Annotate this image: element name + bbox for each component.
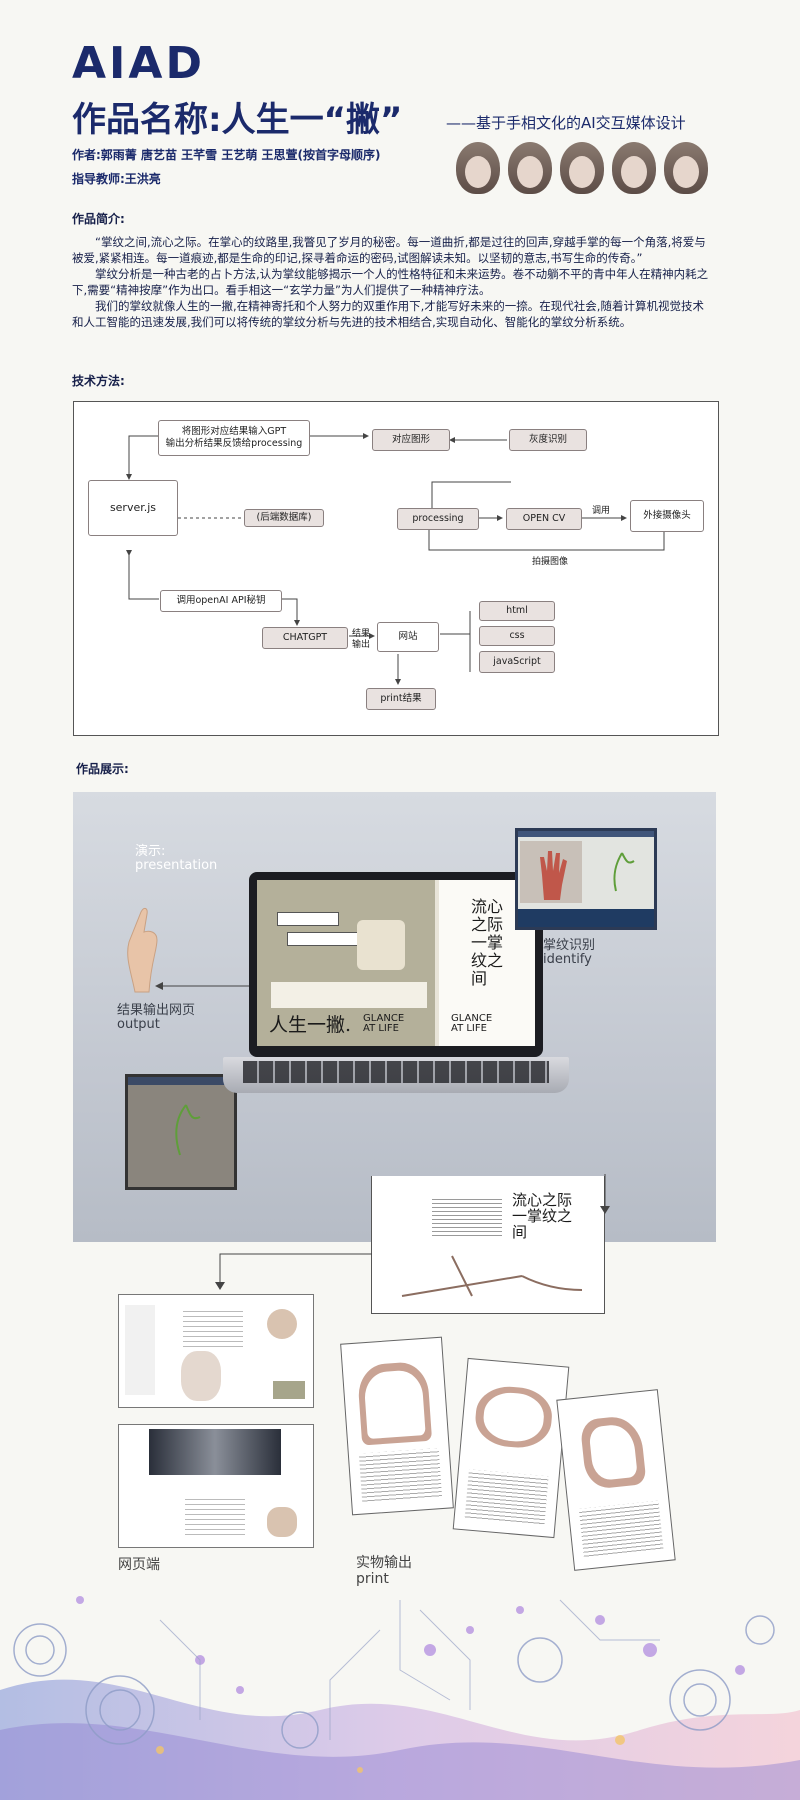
chatgpt-node: CHATGPT [262, 627, 348, 649]
web-page-thumb-2 [118, 1424, 314, 1548]
backend-db-node: (后端数据库) [244, 509, 324, 527]
showcase-photo: 演示: presentation 结果输出网页 output 人生一撇. GLA… [73, 792, 716, 1242]
capture-edge-label: 拍摄图像 [532, 557, 569, 567]
camera-node: 外接摄像头 [630, 500, 704, 532]
result-output-edge-label: 结果 输出 [352, 629, 371, 650]
arrow-down-icon [600, 1174, 610, 1214]
identify-label-en: identify [543, 952, 592, 967]
advisor: 指导教师:王洪亮 [72, 172, 161, 186]
website-node: 网站 [377, 622, 439, 652]
page-title: 作品名称:人生一“撇” [72, 100, 403, 140]
finger-heart-hand-icon [127, 907, 158, 993]
print-result-node: print结果 [366, 688, 436, 710]
avatar [560, 142, 604, 194]
laptop-display: 人生一撇. GLANCE AT LIFE 流心之际 一掌纹之间 GLANCE A… [257, 880, 535, 1046]
authors: 作者:郭雨菁 唐艺苗 王芊雪 王艺萌 王思萱(按首字母顺序) [72, 148, 381, 162]
camera-window [515, 828, 657, 930]
web-page-thumb-1 [118, 1294, 314, 1408]
processing-node: processing [397, 508, 479, 530]
result-page-preview-continued: 流心之际 一掌纹之间 [371, 1176, 605, 1314]
arrow-left-icon [155, 982, 263, 990]
decorative-pattern [0, 1596, 800, 1800]
intro-paragraph: 掌纹分析是一种古老的占卜方法,认为掌纹能够揭示一个人的性格特征和未来运势。卷不动… [72, 267, 709, 297]
call-api-node: 调用openAI API秘钥 [160, 590, 282, 612]
intro-paragraph: 我们的掌纹就像人生的一撇,在精神寄托和个人努力的双重作用下,才能写好未来的一捺。… [72, 299, 704, 329]
output-label-en: output [117, 1017, 160, 1032]
server-node: server.js [88, 480, 178, 536]
decorative-circuit-art [0, 1540, 800, 1800]
logo: AIAD [72, 38, 205, 89]
web-caption: 网页端 [118, 1557, 160, 1573]
call-edge-label: 调用 [592, 506, 611, 516]
page-subtitle: ——基于手相文化的AI交互媒体设计 [446, 114, 686, 132]
tech-flow-diagram: 将图形对应结果输入GPT 输出分析结果反馈给processing 对应图形 灰度… [73, 401, 719, 736]
avatar [664, 142, 708, 194]
print-card-1 [340, 1336, 454, 1516]
match-shape-node: 对应图形 [372, 429, 450, 451]
output-label-cn: 结果输出网页 [117, 1003, 196, 1018]
laptop: 人生一撇. GLANCE AT LIFE 流心之际 一掌纹之间 GLANCE A… [249, 872, 543, 1057]
screen-glance-text: GLANCE AT LIFE [363, 1013, 405, 1034]
print-card-2 [452, 1357, 570, 1539]
output-screen-thumb [125, 1074, 237, 1190]
avatar [456, 142, 500, 194]
js-node: javaScript [479, 651, 555, 673]
gpt-input-node: 将图形对应结果输入GPT 输出分析结果反馈给processing [158, 420, 310, 456]
avatar [508, 142, 552, 194]
diagram-arrows [126, 433, 665, 685]
avatar [612, 142, 656, 194]
screen-title: 人生一撇. [269, 1014, 352, 1036]
identify-label-cn: 掌纹识别 [543, 938, 596, 953]
gesture-line-icon [175, 1104, 201, 1156]
screen-glance-text-2: GLANCE AT LIFE [451, 1013, 493, 1034]
opencv-node: OPEN CV [506, 508, 582, 530]
intro-text: “掌纹之间,流心之际。在掌心的纹路里,我瞥见了岁月的秘密。每一道曲折,都是过往的… [72, 234, 714, 330]
arrow-to-web-icon [215, 1253, 372, 1290]
screen-side-title: 流心之际 一掌纹之间 [471, 897, 504, 988]
result-page-title: 流心之际 一掌纹之间 [512, 1191, 573, 1241]
author-avatars [456, 142, 708, 194]
demo-label-en: presentation [135, 858, 218, 873]
css-node: css [479, 626, 555, 646]
print-caption-cn: 实物输出 [356, 1555, 412, 1571]
html-node: html [479, 601, 555, 621]
gray-detect-node: 灰度识别 [509, 429, 587, 451]
intro-paragraph: “掌纹之间,流心之际。在掌心的纹路里,我瞥见了岁月的秘密。每一道曲折,都是过往的… [72, 235, 706, 265]
palm-line-drawing [401, 1255, 583, 1297]
gesture-line-icon [613, 852, 635, 892]
demo-label-cn: 演示: [135, 844, 166, 859]
palm-icon [540, 851, 567, 900]
showcase-heading: 作品展示: [76, 762, 129, 776]
laptop-keyboard [223, 1057, 569, 1093]
print-caption-en: print [356, 1571, 389, 1587]
intro-heading: 作品简介: [72, 212, 125, 226]
tech-heading: 技术方法: [72, 374, 125, 388]
